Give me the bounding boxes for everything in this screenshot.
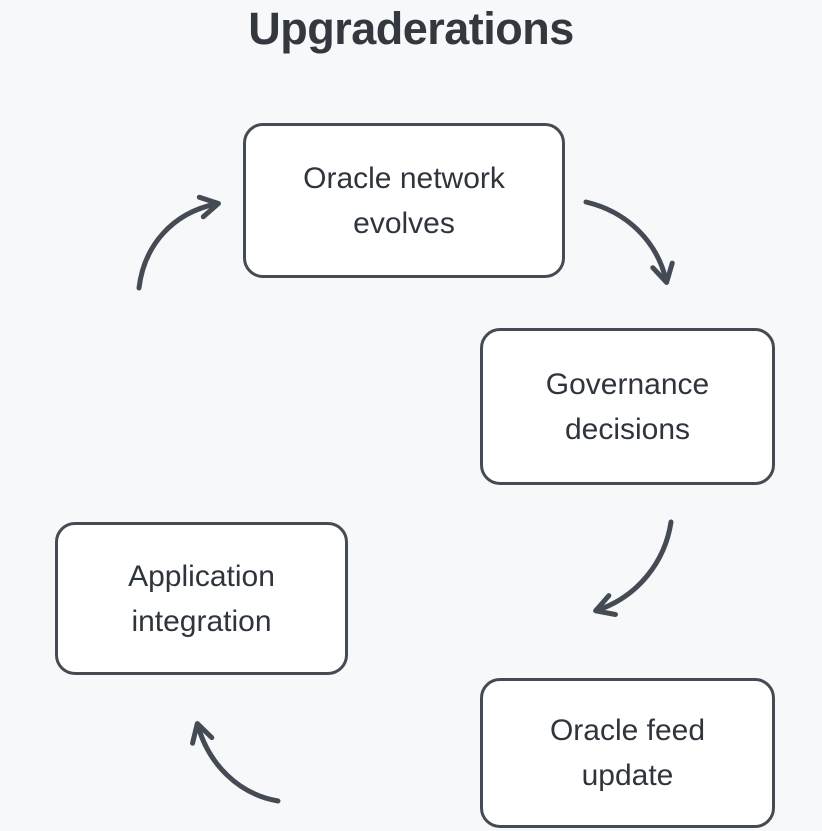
node-label-oracle-feed-update: Oracle feed update — [549, 714, 706, 792]
node-oracle-feed-update: Oracle feed update — [480, 678, 775, 828]
node-governance-decisions: Governance decisions — [480, 328, 775, 485]
arrow-application-to-oracle-network — [136, 194, 221, 291]
arrow-oracle-feed-to-application — [190, 721, 281, 804]
node-oracle-network-evolves: Oracle network evolves — [243, 123, 565, 278]
node-application-integration: Application integration — [55, 522, 348, 675]
node-label-oracle-network-evolves: Oracle network evolves — [303, 161, 505, 240]
node-label-application-integration: Application integration — [128, 559, 275, 638]
diagram-title: Upgraderations — [248, 3, 574, 54]
arrow-governance-to-oracle-feed — [593, 519, 674, 617]
arrow-oracle-network-to-governance — [583, 199, 675, 285]
node-label-governance-decisions: Governance decisions — [545, 367, 710, 446]
